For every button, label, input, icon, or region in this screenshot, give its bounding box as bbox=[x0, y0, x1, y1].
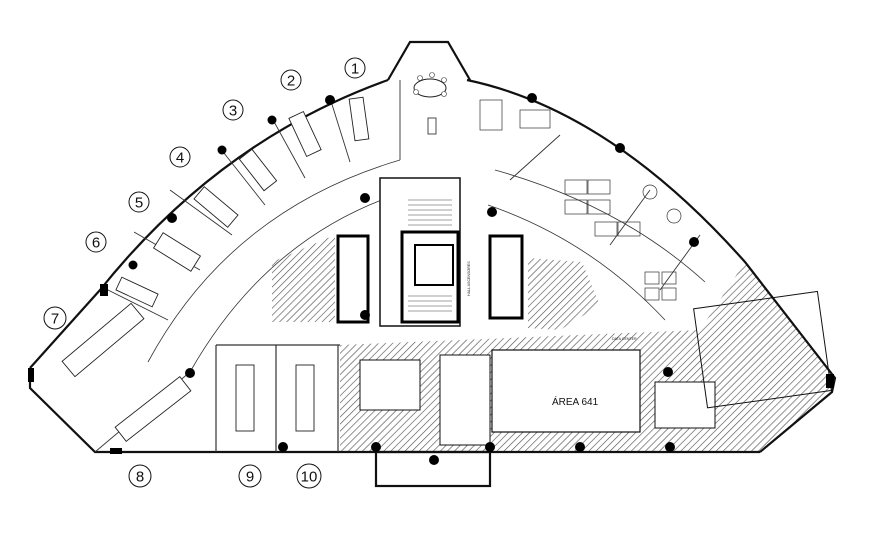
meeting-tables bbox=[61, 96, 370, 442]
room-number-4: 4 bbox=[176, 150, 184, 167]
data-center-block: ÁREA 641 DATA CENTER bbox=[359, 290, 832, 446]
room-number-9: 9 bbox=[246, 469, 254, 486]
room-marker-5: 5 bbox=[128, 191, 150, 213]
room-marker-3: 3 bbox=[222, 99, 244, 121]
room-marker-6: 6 bbox=[85, 231, 107, 253]
room-number-markers: 1 2 3 4 5 6 7 8 bbox=[43, 57, 366, 489]
room-marker-7: 7 bbox=[43, 306, 67, 330]
room-number-8: 8 bbox=[136, 469, 144, 486]
room-number-10: 10 bbox=[301, 469, 318, 486]
data-center-label: DATA CENTER bbox=[612, 337, 637, 341]
room-number-1: 1 bbox=[351, 61, 359, 78]
room-marker-8: 8 bbox=[128, 464, 152, 488]
hall-ascensores-label: HALL ASCENSORES bbox=[467, 261, 471, 296]
room-number-2: 2 bbox=[287, 73, 295, 90]
building-core: HALL ASCENSORES bbox=[336, 177, 524, 327]
room-marker-9: 9 bbox=[238, 464, 262, 488]
area-641-label: ÁREA 641 bbox=[552, 395, 599, 408]
room-marker-4: 4 bbox=[169, 146, 191, 168]
structural-columns bbox=[28, 93, 834, 465]
room-number-6: 6 bbox=[92, 235, 100, 252]
room-marker-2: 2 bbox=[280, 69, 302, 91]
room-marker-10: 10 bbox=[296, 463, 322, 489]
room-number-3: 3 bbox=[229, 103, 237, 120]
workstations bbox=[479, 99, 682, 301]
room-number-5: 5 bbox=[135, 195, 143, 212]
lobby-furniture bbox=[413, 72, 447, 135]
room-number-7: 7 bbox=[51, 311, 59, 328]
room-marker-1: 1 bbox=[344, 57, 366, 79]
